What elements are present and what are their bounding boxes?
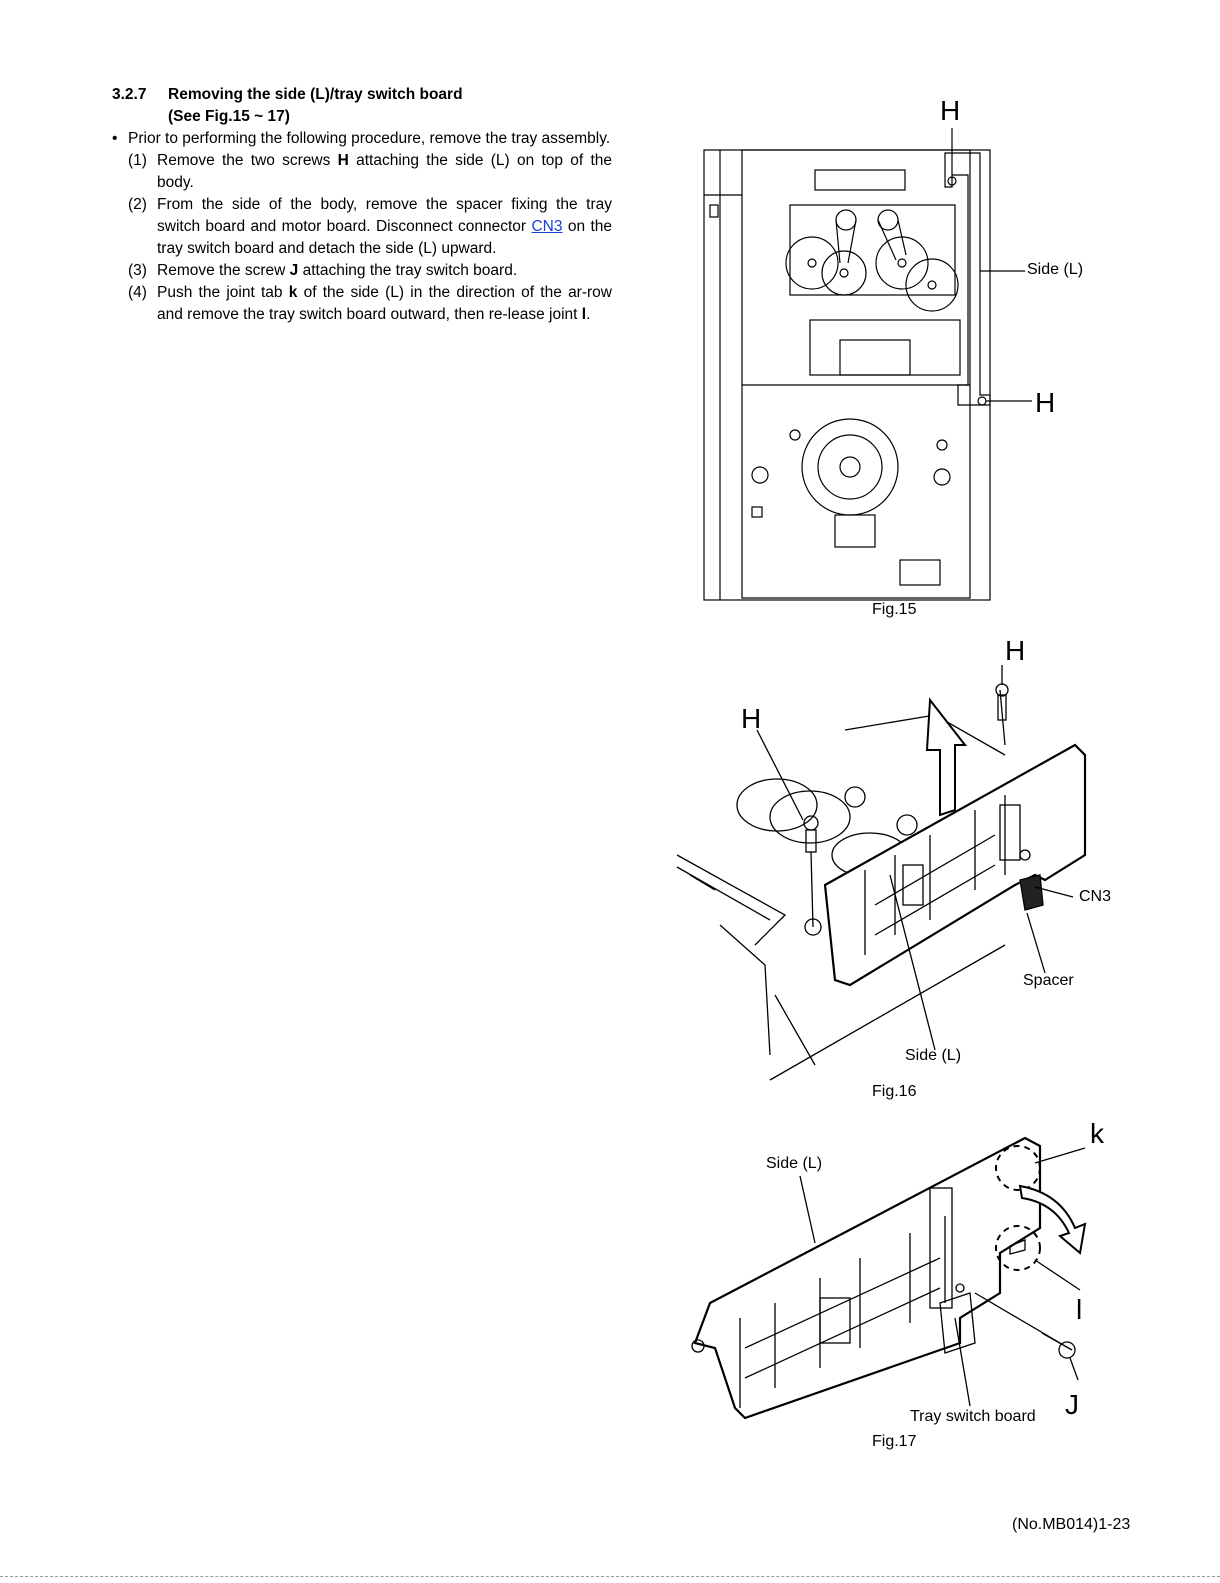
step-text-part: attaching the tray switch board. [298,262,518,279]
fig16-label-side: Side (L) [905,1047,962,1064]
fig17-label-k: k [1090,1118,1104,1149]
step-text-part: on the tray switch board and detach the … [157,218,612,257]
fig16-label-h-left: H [741,703,762,734]
procedure-section: 3.2.7 Removing the side (L)/tray switch b… [112,84,612,326]
fig15-drawing [703,128,1032,601]
fig16-label-cn3: CN3 [1079,888,1112,905]
fig16-label-h-right: H [1005,635,1026,666]
screw-key: J [289,262,299,279]
step-number: (1) [128,152,147,169]
step-number: (3) [128,262,147,279]
joint-key: k [288,284,298,301]
bullet-mark: • [112,130,118,147]
fig16-drawing [676,665,1087,1081]
step-1: (1) Remove the two screws H attaching th… [112,150,612,194]
figure-16: H H CN3 Spacer Side (L) [675,635,1125,1090]
step-2: (2) From the side of the body, remove th… [112,194,612,260]
fig17-drawing [691,1136,1087,1420]
fig17-label-l: l [1076,1294,1083,1325]
step-text-part: Push the joint tab [157,284,289,301]
step-text: From the side of the body, remove the sp… [157,194,612,260]
step-text-part: From the side of the body, remove the sp… [157,196,612,235]
fig16-caption: Fig.16 [872,1083,917,1100]
fig15-caption: Fig.15 [872,601,917,618]
screw-key: H [337,152,349,169]
step-number: (4) [128,284,147,301]
step-text-part: . [586,306,591,323]
page-number: (No.MB014)1-23 [1012,1516,1131,1533]
section-see-figures: (See Fig.15 ~ 17) [168,108,290,125]
step-text-part: attaching the side (L) on top of the bod… [157,152,612,191]
fig17-label-board: Tray switch board [910,1408,1036,1425]
page-bottom-divider [0,1576,1220,1577]
step-text: Push the joint tab k of the side (L) in … [157,282,612,326]
fig15-label-h-top: H [940,95,961,126]
cn3-link[interactable]: CN3 [531,218,563,235]
fig17-caption: Fig.17 [872,1433,917,1450]
step-text: Remove the two screws H attaching the si… [157,150,612,194]
prerequisite: • Prior to performing the following proc… [112,128,612,150]
step-text: Remove the screw J attaching the tray sw… [157,260,612,282]
step-number: (2) [128,196,147,213]
step-text-part: Remove the screw [157,262,290,279]
step-3: (3) Remove the screw J attaching the tra… [112,260,612,282]
section-title: Removing the side (L)/tray switch board [168,86,463,103]
fig17-label-j: J [1065,1389,1079,1420]
step-text-part: of the side (L) in the direction of the … [157,284,612,323]
section-number: 3.2.7 [112,86,147,103]
fig15-label-side: Side (L) [1027,261,1084,278]
figure-15: H Side (L) H [690,95,1110,625]
joint-key: l [581,306,587,323]
prerequisite-text: Prior to performing the following proced… [128,130,611,147]
step-text-part: Remove the two screws [157,152,338,169]
fig15-label-h-bottom: H [1035,387,1056,418]
figure-17: k Side (L) l Tray switch board J [680,1118,1120,1438]
fig17-label-side: Side (L) [766,1155,823,1172]
section-heading: 3.2.7 Removing the side (L)/tray switch b… [112,84,612,128]
step-4: (4) Push the joint tab k of the side (L)… [112,282,612,326]
fig16-label-spacer: Spacer [1023,972,1074,989]
